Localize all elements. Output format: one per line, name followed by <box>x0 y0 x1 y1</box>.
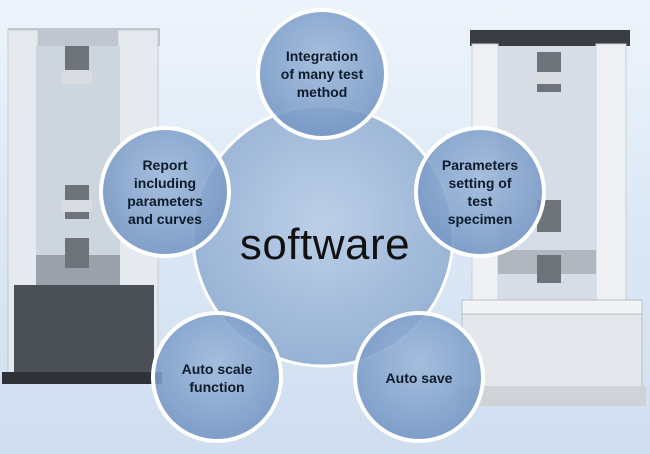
center-label: software <box>239 220 411 269</box>
satellite-circle-auto-save <box>353 311 485 443</box>
satellite-label-auto-save: Auto save <box>385 370 453 386</box>
satellite-circle-integration <box>256 8 388 140</box>
satellite-label-integration: Integration of many test method <box>280 48 364 100</box>
satellite-circle-parameters <box>414 126 546 258</box>
satellite-circle-auto-scale <box>151 311 283 443</box>
satellite-label-parameters: Parameters setting of test specimen <box>441 157 519 227</box>
satellite-circle-report <box>99 126 231 258</box>
satellite-label-report: Report including parameters and curves <box>127 157 203 227</box>
right-testing-machine <box>456 30 646 406</box>
satellite-label-auto-scale: Auto scale function <box>181 361 253 395</box>
